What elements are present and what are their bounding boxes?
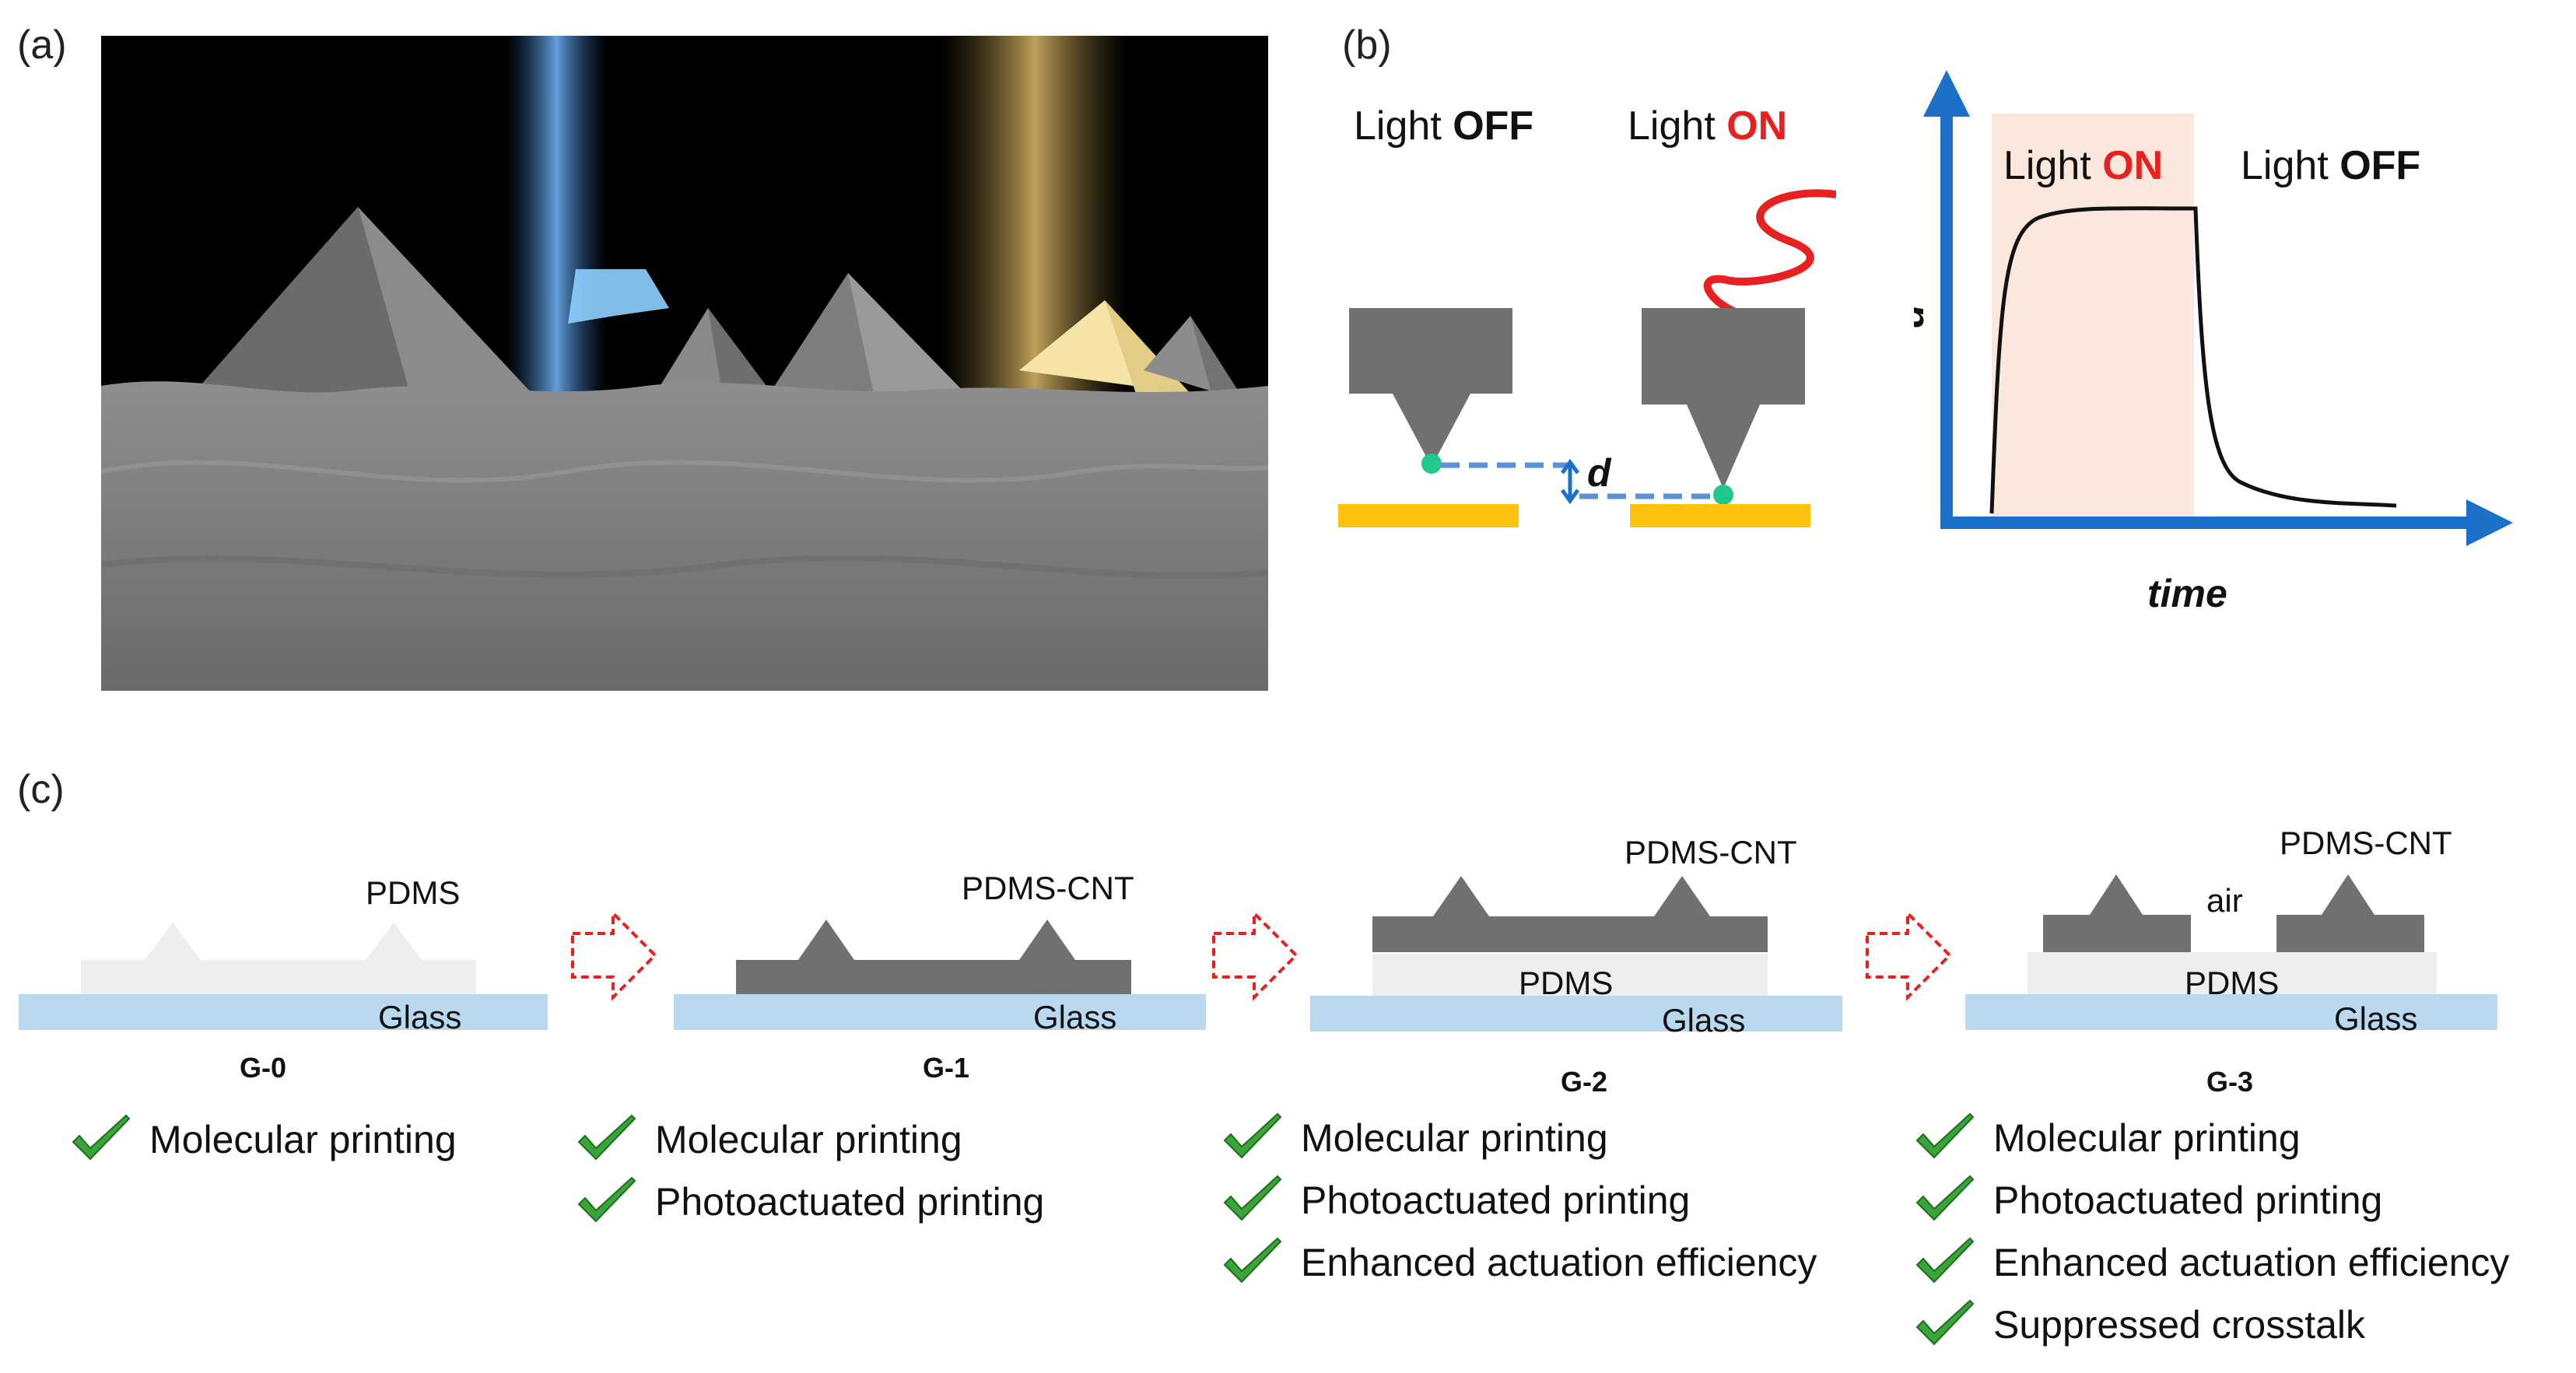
- stage-g0-diagram: [19, 923, 548, 1030]
- g2-pdms-label: PDMS: [1519, 965, 1614, 1001]
- g0-top-label: PDMS: [366, 874, 461, 911]
- plot-xlabel: time: [2147, 572, 2227, 615]
- g1-name: G-1: [923, 1052, 970, 1084]
- plot-on-label: Light ON: [2003, 143, 2163, 188]
- feature-item: Photoactuated printing: [1221, 1173, 1690, 1228]
- tip-cone-on: [1687, 405, 1760, 489]
- stage-g2-diagram: [1310, 876, 1842, 1032]
- arrow-right-icon: [1212, 909, 1299, 1001]
- light-on-region: [1992, 114, 2194, 526]
- light-off-caption: Light OFF: [1354, 103, 1534, 149]
- feature-text: Molecular printing: [655, 1118, 962, 1161]
- g3-air-label: air: [2206, 882, 2243, 919]
- feature-item: Molecular printing: [1914, 1111, 2301, 1165]
- check-icon: [1915, 1299, 1975, 1346]
- arrow-right-icon: [571, 909, 657, 1001]
- check-icon: [1915, 1112, 1975, 1159]
- tip-block-off: [1349, 308, 1512, 394]
- feature-text: Molecular printing: [1993, 1116, 2301, 1160]
- feature-item: Photoactuated printing: [1914, 1173, 2382, 1228]
- g1-top-label: PDMS-CNT: [962, 870, 1134, 906]
- feature-item: Molecular printing: [1221, 1111, 1608, 1165]
- feature-item: Photoactuated printing: [576, 1175, 1044, 1229]
- feature-text: Enhanced actuation efficiency: [1301, 1241, 1817, 1284]
- tip-block-on: [1642, 308, 1805, 405]
- tip-schematic: d: [1338, 189, 1836, 527]
- plot-ylabel: d: [1914, 303, 1932, 328]
- substrate-off: [1338, 504, 1519, 527]
- feature-text: Photoactuated printing: [655, 1180, 1045, 1224]
- g3-name: G-3: [2206, 1066, 2254, 1098]
- stage-g3-diagram: [1965, 874, 2497, 1030]
- g0-glass-label: Glass: [378, 999, 462, 1035]
- g0-name: G-0: [240, 1052, 287, 1084]
- plot-off-label: Light OFF: [2241, 143, 2420, 188]
- g3-top-label: PDMS-CNT: [2280, 825, 2452, 861]
- check-icon: [1915, 1175, 1975, 1221]
- substrate-on: [1630, 504, 1810, 527]
- check-icon: [72, 1114, 131, 1161]
- d-time-plot: Light ON Light OFF d time: [1914, 70, 2513, 615]
- tip-apex-off: [1421, 454, 1442, 474]
- g3-glass-label: Glass: [2334, 1000, 2418, 1037]
- g2-top-label: PDMS-CNT: [1624, 834, 1797, 870]
- feature-item: Enhanced actuation efficiency: [1221, 1235, 1817, 1290]
- panel-a-render: [101, 36, 1268, 691]
- check-icon: [1223, 1237, 1282, 1284]
- stage-diagrams: [19, 874, 2497, 1032]
- feature-text: Photoactuated printing: [1301, 1179, 1691, 1222]
- response-curve: [1989, 206, 2397, 514]
- panel-a-label: (a): [17, 23, 67, 68]
- check-icon: [1223, 1175, 1282, 1221]
- feature-item: Molecular printing: [70, 1112, 457, 1167]
- g2-glass-label: Glass: [1662, 1002, 1746, 1039]
- light-on-caption: Light ON: [1628, 103, 1788, 149]
- panel-b-label: (b): [1342, 23, 1392, 68]
- feature-item: Molecular printing: [576, 1112, 962, 1167]
- g3-pdms-label: PDMS: [2185, 965, 2280, 1001]
- g1-glass-label: Glass: [1033, 999, 1117, 1035]
- feature-text: Photoactuated printing: [1993, 1179, 2383, 1222]
- arrow-right-icon: [1866, 909, 1952, 1001]
- check-icon: [1223, 1112, 1282, 1159]
- feature-item: Enhanced actuation efficiency: [1914, 1235, 2509, 1290]
- check-icon: [577, 1114, 636, 1161]
- panel-c-label: (c): [17, 767, 65, 812]
- g2-name: G-2: [1561, 1066, 1608, 1098]
- feature-text: Molecular printing: [1301, 1116, 1608, 1160]
- check-icon: [577, 1176, 636, 1223]
- check-icon: [1915, 1237, 1975, 1284]
- feature-text: Molecular printing: [149, 1118, 457, 1161]
- tip-apex-on: [1713, 485, 1733, 505]
- tip-cone-off: [1393, 394, 1470, 467]
- feature-item: Suppressed crosstalk: [1914, 1298, 2365, 1352]
- feature-text: Enhanced actuation efficiency: [1993, 1241, 2510, 1284]
- feature-text: Suppressed crosstalk: [1993, 1303, 2366, 1347]
- stage-g1-diagram: [674, 919, 1206, 1030]
- distance-label: d: [1587, 451, 1612, 495]
